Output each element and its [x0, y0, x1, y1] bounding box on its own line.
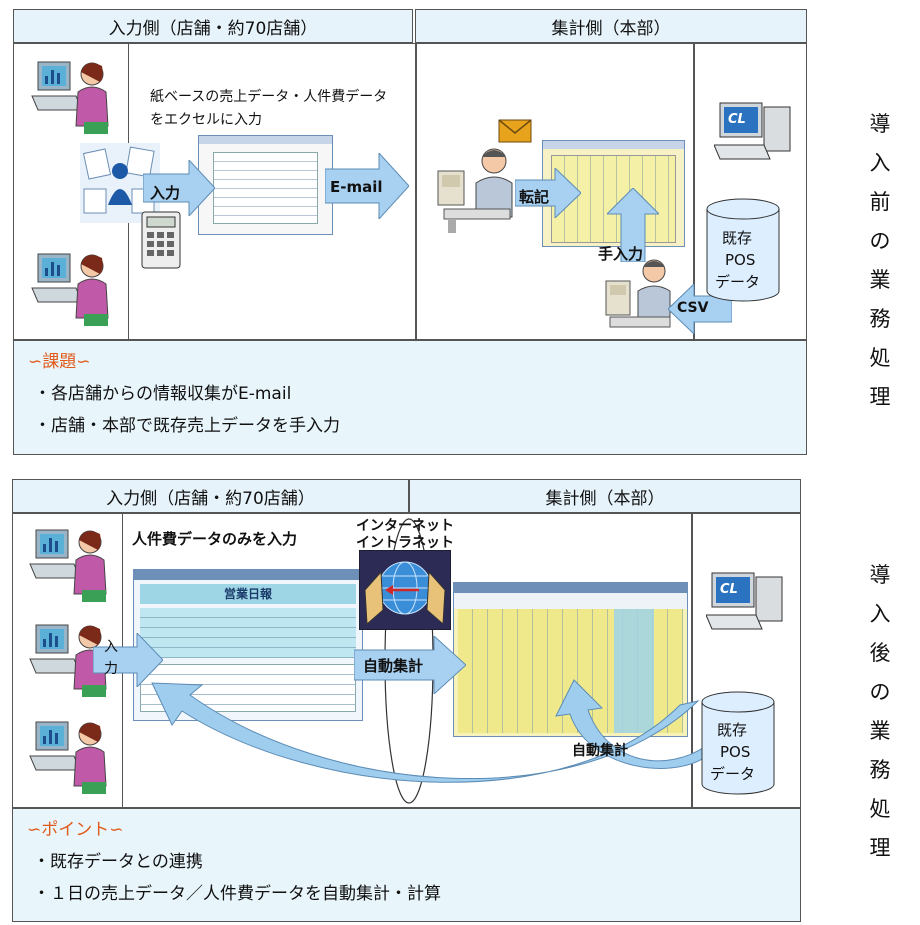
after-points-box: ∽ポイント∽ ・既存データとの連携 ・１日の売上データ／人件費データを自動集計・…	[12, 808, 801, 922]
form-title: 営業日報	[140, 584, 356, 604]
issue-item: ・店舗・本部で既存売上データを手入力	[34, 416, 340, 436]
csv-arrow-label: CSV	[677, 300, 709, 316]
calculator-icon	[141, 211, 181, 269]
after-note: 人件費データのみを入力	[132, 528, 312, 550]
pos-db-label-1: 既存	[722, 229, 753, 247]
after-note-text: 人件費データのみを入力	[132, 530, 298, 548]
pos-db-label-2: POS	[725, 251, 756, 269]
point-title: ∽ポイント∽	[27, 820, 124, 840]
after-side-label: 導入後の業務処理	[869, 563, 891, 860]
before-input-header-text: 入力側（店舗・約70店舗）	[108, 18, 318, 39]
pos-db-label-3: データ	[710, 765, 756, 783]
store-worker-icon	[29, 624, 107, 697]
network-label-intranet: イントラネット	[356, 535, 454, 551]
point-item: ・既存データとの連携	[33, 852, 203, 872]
transcribe-arrow	[515, 168, 581, 218]
issue-item: ・各店舗からの情報収集がE-mail	[34, 384, 292, 404]
network-globe-icon	[359, 550, 451, 630]
store-worker-icon	[31, 253, 109, 326]
input-arrow-label: 入力	[150, 184, 181, 202]
pos-database-icon	[706, 198, 780, 302]
pos-link-curved-arrow	[151, 682, 700, 783]
email-arrow-label: E-mail	[330, 178, 383, 196]
network-label-internet: インターネット	[356, 518, 454, 534]
server-logo: CL	[728, 112, 746, 127]
auto-aggregate-arrow	[354, 636, 466, 694]
store-worker-icon	[31, 61, 109, 134]
input-arrow-label-after: 入力	[104, 636, 122, 680]
pos-db-label-2: POS	[720, 743, 751, 761]
input-arrow-label-text: 入力	[104, 639, 118, 677]
before-side-label: 導入前の業務処理	[869, 112, 891, 409]
pos-db-label-1: 既存	[717, 721, 748, 739]
server-logo: CL	[720, 582, 738, 597]
transcribe-arrow-label: 転記	[519, 188, 550, 206]
auto-aggregate-arrow-label: 自動集計	[363, 657, 424, 675]
after-aggregate-header-text: 集計側（本部）	[545, 488, 665, 509]
after-input-header-text: 入力側（店舗・約70店舗）	[106, 488, 315, 509]
auto-aggregate-label: 自動集計	[572, 743, 628, 759]
paper-documents-icon	[80, 143, 160, 223]
office-worker-icon	[437, 148, 513, 233]
before-note-text: 紙ベースの売上データ・人件費データをエクセルに入力	[150, 89, 388, 128]
before-issues-box: ∽課題∽ ・各店舗からの情報収集がE-mail ・店舗・本部で既存売上データを手…	[13, 340, 807, 455]
input-arrow	[93, 633, 163, 687]
after-aggregate-header: 集計側（本部）	[409, 479, 801, 513]
before-aggregate-header: 集計側（本部）	[415, 9, 807, 43]
store-worker-icon	[29, 529, 107, 602]
auto-aggregate-curved-arrow	[555, 679, 707, 769]
server-computer-icon	[714, 102, 791, 160]
envelope-icon	[498, 119, 532, 143]
manual-input-label: 手入力	[598, 245, 644, 263]
before-note: 紙ベースの売上データ・人件費データをエクセルに入力	[150, 86, 395, 132]
issue-title: ∽課題∽	[28, 352, 91, 372]
before-aggregate-header-text: 集計側（本部）	[551, 18, 671, 39]
email-arrow	[325, 153, 409, 219]
pos-db-label-3: データ	[715, 273, 761, 291]
input-arrow	[143, 160, 215, 216]
server-computer-icon	[706, 572, 783, 630]
after-input-header: 入力側（店舗・約70店舗）	[12, 479, 409, 513]
store-worker-icon	[29, 721, 107, 794]
point-item: ・１日の売上データ／人件費データを自動集計・計算	[33, 884, 441, 904]
excel-input-sheet	[198, 135, 333, 235]
pos-database-icon	[701, 691, 775, 795]
office-worker-icon	[605, 259, 671, 328]
before-input-header: 入力側（店舗・約70店舗）	[13, 9, 413, 43]
manual-input-arrow	[607, 188, 659, 262]
